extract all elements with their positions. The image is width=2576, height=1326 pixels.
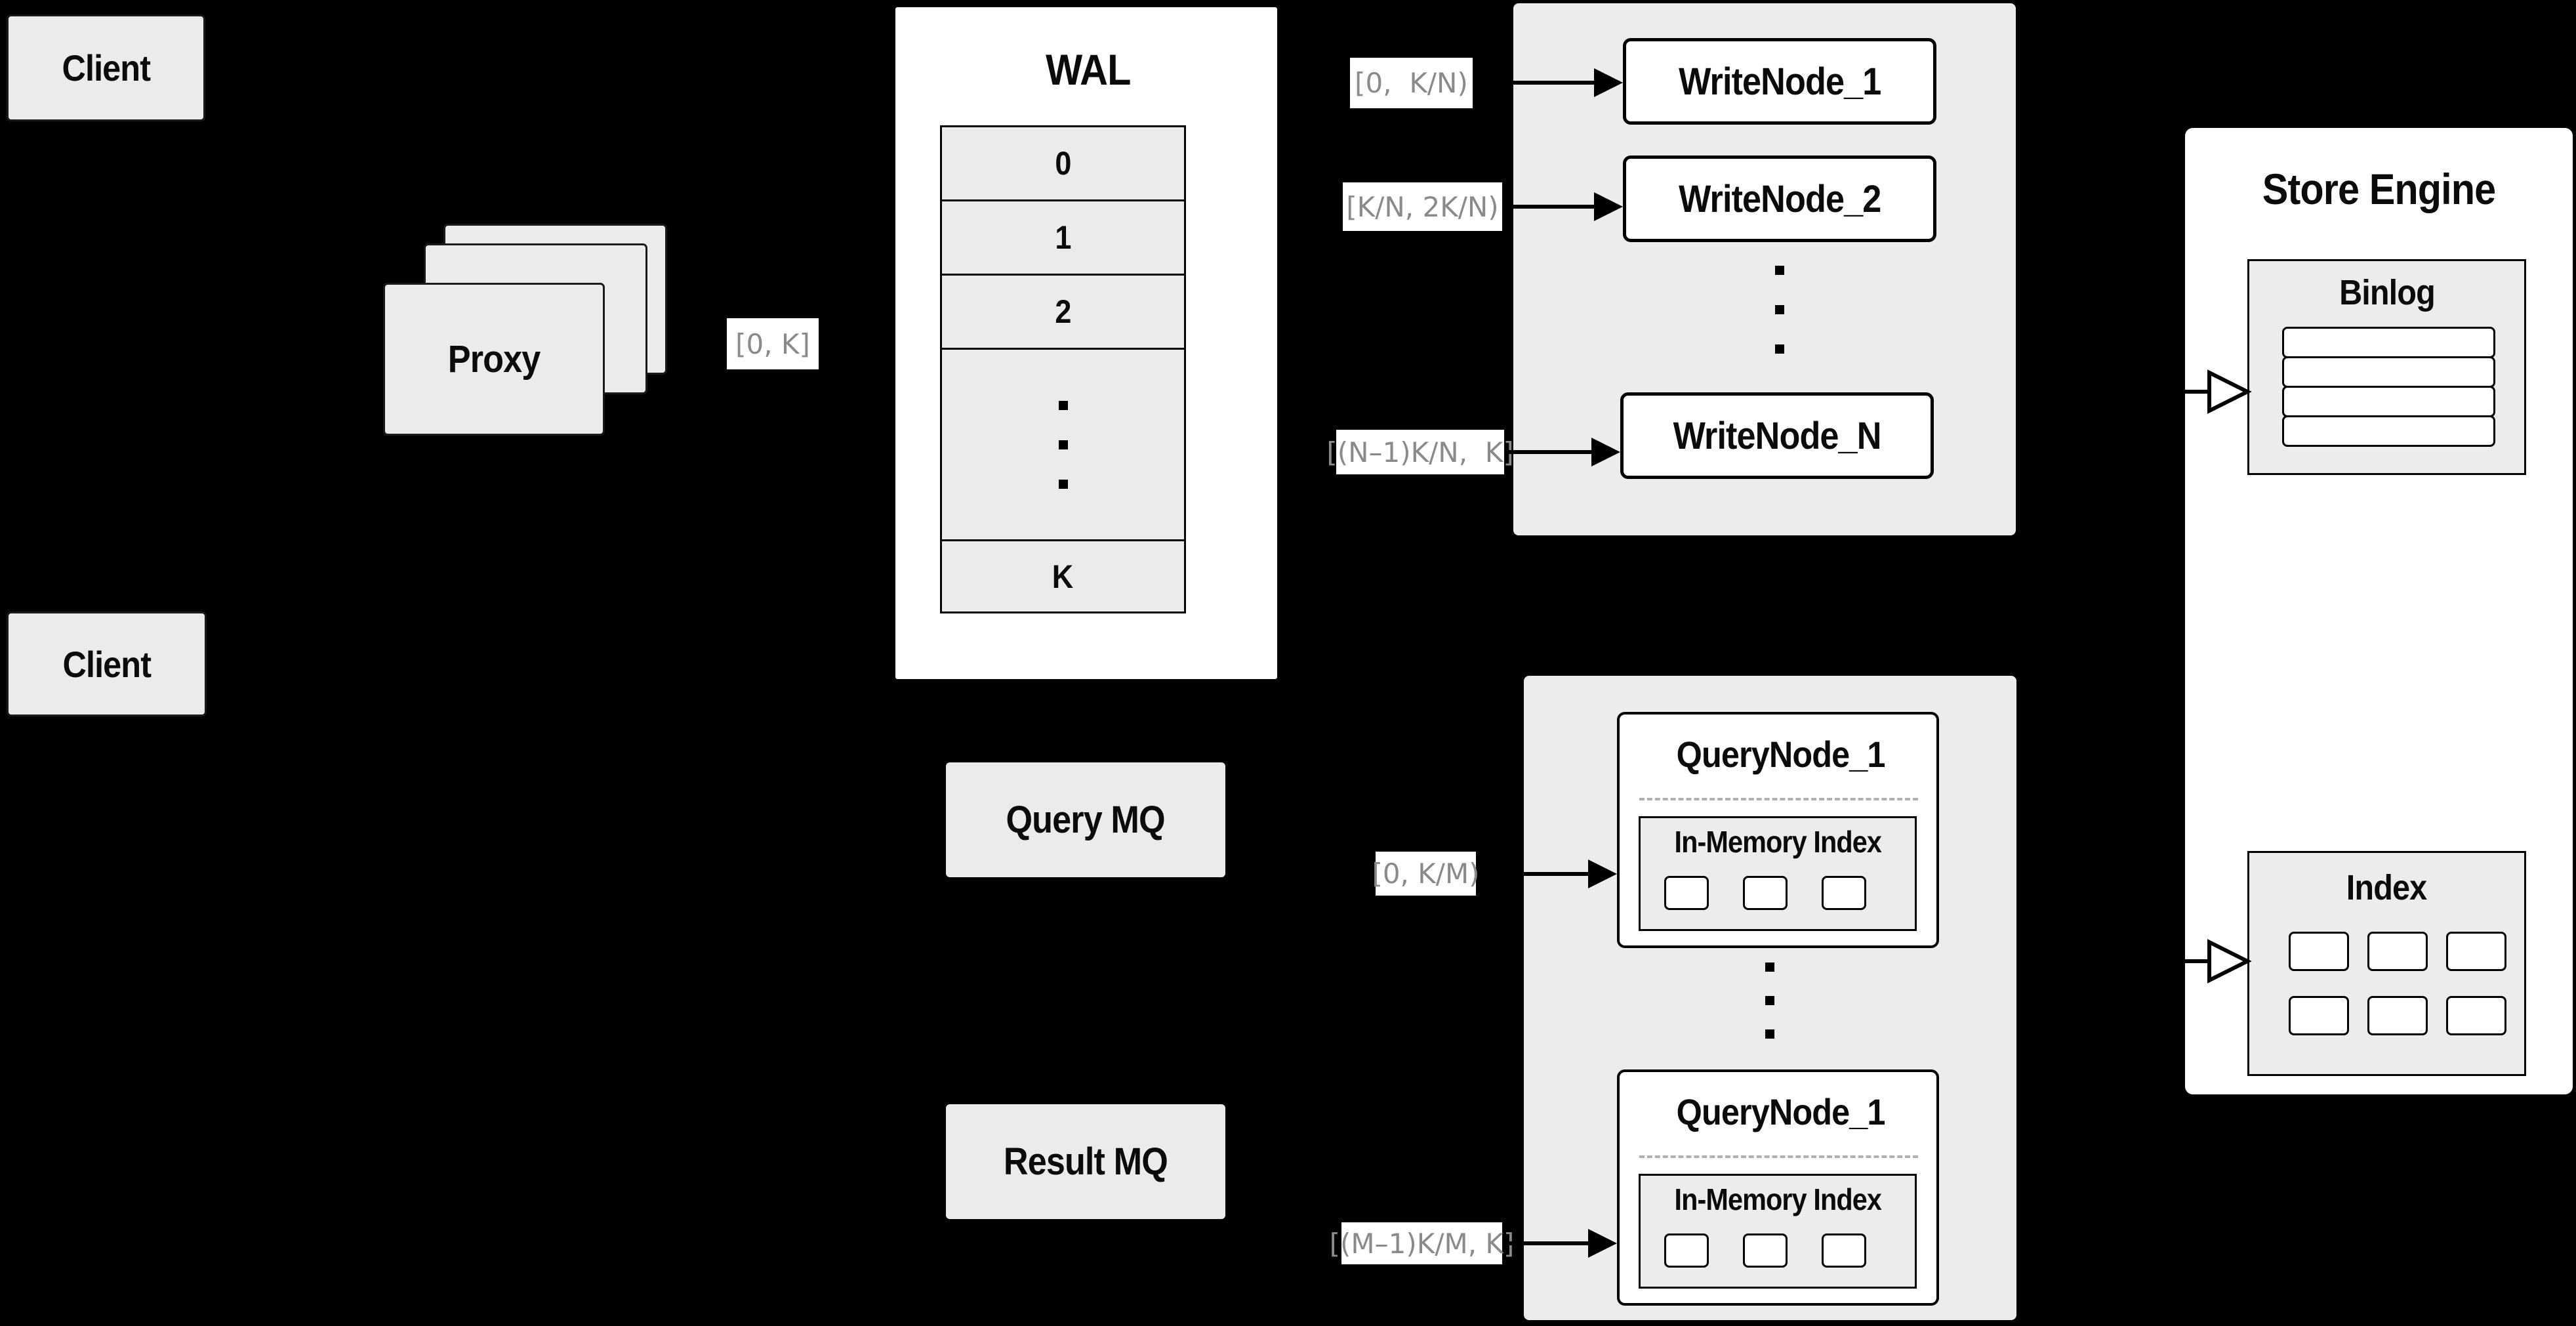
vertical-ellipsis	[1775, 266, 1784, 354]
query-node-top-box: QueryNode_1 In-Memory Index	[1617, 712, 1939, 948]
vertical-ellipsis	[1058, 400, 1068, 489]
client-bottom-box: Client	[7, 611, 207, 716]
client-top-box: Client	[7, 14, 205, 121]
client-bottom-label: Client	[62, 643, 152, 685]
query-node-group: QueryNode_1 In-Memory Index QueryNode_1	[1524, 676, 2016, 1320]
store-engine-title: Store Engine	[2262, 164, 2496, 213]
index-cell	[2289, 996, 2349, 1035]
wal-ellipsis-row	[940, 348, 1186, 541]
query-node-bottom-title: QueryNode_1	[1676, 1090, 1886, 1132]
wal-box: WAL 0 1 2 K	[893, 5, 1279, 681]
wal-row: 0	[940, 125, 1186, 201]
memory-segment	[1743, 1233, 1788, 1268]
binlog-row	[2282, 356, 2495, 388]
write-node-1-box: WriteNode_1	[1623, 38, 1936, 125]
index-box: Index	[2247, 851, 2526, 1076]
index-cell	[2446, 932, 2506, 971]
memory-segment	[1822, 876, 1866, 910]
result-mq-box: Result MQ	[946, 1104, 1225, 1219]
proxy-label: Proxy	[447, 338, 541, 381]
memory-segment	[1664, 1233, 1709, 1268]
in-memory-index-bottom-box: In-Memory Index	[1639, 1174, 1917, 1289]
index-title-wrap: Index	[2249, 863, 2524, 912]
write-node-2-label: WriteNode_2	[1678, 177, 1881, 220]
query-node-bottom-title-wrap: QueryNode_1	[1620, 1088, 1942, 1134]
in-memory-index-bottom-title-wrap: In-Memory Index	[1641, 1181, 1915, 1217]
index-cell	[2367, 932, 2428, 971]
range-chip-write-1: [0, K/N)	[1350, 58, 1473, 108]
proxy-card-front: Proxy	[383, 283, 605, 436]
memory-segment	[1743, 876, 1788, 910]
binlog-row	[2282, 327, 2495, 358]
write-node-n-label: WriteNode_N	[1673, 414, 1882, 457]
query-node-top-title: QueryNode_1	[1676, 733, 1886, 775]
query-node-top-title-wrap: QueryNode_1	[1620, 731, 1942, 777]
binlog-rows	[2282, 327, 2495, 447]
query-node-bottom-box: QueryNode_1 In-Memory Index	[1617, 1069, 1939, 1306]
wal-row-label: 2	[1054, 293, 1072, 330]
in-memory-index-top-title: In-Memory Index	[1674, 824, 1881, 859]
wal-row-label: K	[1052, 558, 1074, 595]
vertical-ellipsis	[1765, 963, 1774, 1039]
in-memory-index-bottom-title: In-Memory Index	[1674, 1182, 1881, 1216]
wal-row: 2	[940, 274, 1186, 350]
wal-title: WAL	[1046, 45, 1131, 94]
binlog-title: Binlog	[2339, 272, 2436, 312]
in-memory-index-top-box: In-Memory Index	[1639, 816, 1917, 931]
binlog-row	[2282, 415, 2495, 447]
range-chip-query-m: [(M–1)K/M, K]	[1330, 1222, 1514, 1264]
index-cell	[2289, 932, 2349, 971]
dashed-divider	[1639, 1155, 1918, 1158]
write-node-n-box: WriteNode_N	[1620, 392, 1934, 479]
wal-row: 1	[940, 199, 1186, 276]
query-mq-box: Query MQ	[946, 762, 1225, 877]
query-mq-label: Query MQ	[1006, 798, 1166, 841]
write-node-group: WriteNode_1 WriteNode_2 WriteNode_N	[1513, 3, 2016, 535]
range-chip-query-1: [0, K/M)	[1372, 852, 1480, 896]
wal-title-wrap: WAL	[895, 40, 1281, 99]
binlog-box: Binlog	[2247, 259, 2526, 475]
memory-segment	[1664, 876, 1709, 910]
range-chip-proxy: [0, K]	[727, 318, 819, 369]
wal-row-label: 0	[1054, 145, 1072, 182]
write-node-1-label: WriteNode_1	[1678, 60, 1881, 103]
in-memory-index-top-title-wrap: In-Memory Index	[1641, 823, 1915, 860]
index-cell	[2367, 996, 2428, 1035]
range-chip-write-n: [(N–1)K/N, K]	[1326, 430, 1514, 474]
dashed-divider	[1639, 798, 1918, 800]
write-node-2-box: WriteNode_2	[1623, 155, 1936, 242]
store-engine-box: Store Engine Binlog Index	[2185, 128, 2573, 1094]
client-top-label: Client	[62, 47, 151, 89]
store-engine-title-wrap: Store Engine	[2185, 164, 2573, 213]
range-chip-write-2: [K/N, 2K/N)	[1343, 182, 1502, 231]
result-mq-label: Result MQ	[1003, 1140, 1168, 1183]
binlog-title-wrap: Binlog	[2249, 268, 2524, 317]
binlog-row	[2282, 386, 2495, 417]
wal-row: K	[940, 539, 1186, 613]
wal-table: 0 1 2 K	[940, 125, 1186, 613]
index-title: Index	[2346, 867, 2427, 907]
memory-segment	[1822, 1233, 1866, 1268]
wal-row-label: 1	[1054, 219, 1072, 256]
index-cell	[2446, 996, 2506, 1035]
